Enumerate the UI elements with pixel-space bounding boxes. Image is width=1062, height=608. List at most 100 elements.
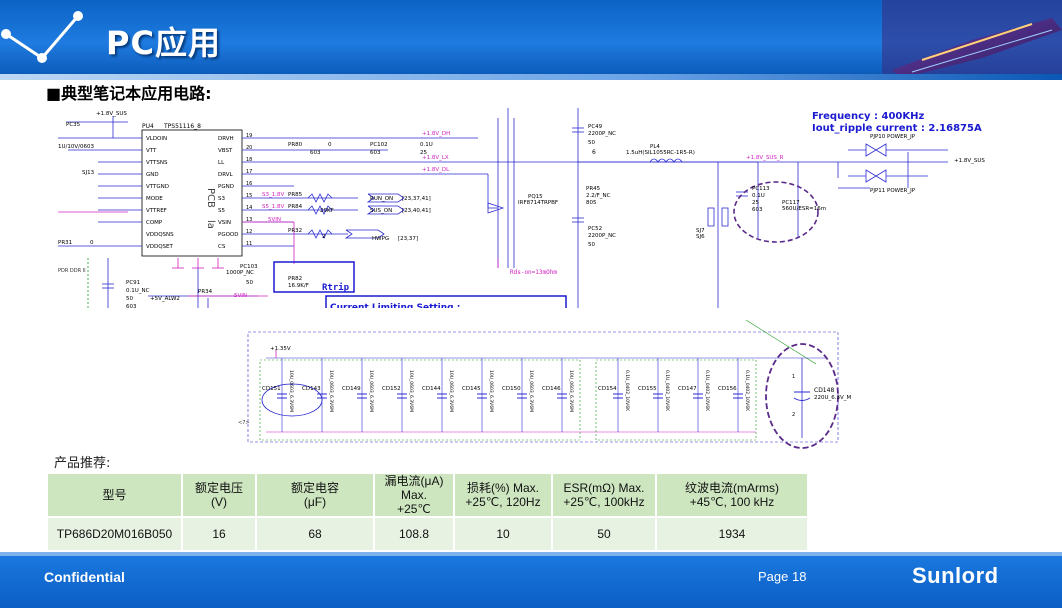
schematic-label: PR32 (288, 228, 302, 234)
table-header: ESR(mΩ) Max.+25℃, 100kHz (551, 472, 657, 518)
ic-pin-label: VTTREF (146, 208, 167, 214)
ic-pin-number: 20 (246, 145, 252, 151)
cap-pin: 2 (792, 412, 795, 418)
table-cell: 16 (181, 516, 257, 552)
schematic-label: PC117 (782, 200, 800, 206)
schematic-label: 50 (126, 296, 133, 302)
ripple-note: Iout_ripple current : 2.16875A (812, 123, 982, 134)
brand-logo: Sunlord (912, 563, 999, 588)
table-cell: 1934 (655, 516, 809, 552)
schematic-label: PJP11 POWER_JP (870, 188, 916, 194)
schematic-label: PC52 (588, 226, 602, 232)
schematic-label: SJ7 (696, 228, 705, 234)
cap-value: 10U_0603_6.3V6M (448, 370, 454, 412)
table-header: 额定电容(μF) (255, 472, 375, 518)
table-row: TP686D20M016B050 16 68 108.8 10 50 1934 (46, 516, 809, 552)
footer-divider (0, 552, 1062, 556)
schematic-label: 6 (592, 149, 596, 156)
schematic-label: 603 (370, 150, 381, 156)
cap-pin: 1 (792, 374, 795, 380)
ic-pin-label: VBST (218, 148, 233, 154)
schematic-label: PR31 (58, 240, 72, 246)
frequency-note: Frequency : 400KHz (812, 111, 924, 122)
cap-value: 0.1U_0402_10V6K (704, 370, 710, 412)
schematic-label: 0.1U (752, 193, 765, 199)
side-mark: <7> (238, 420, 250, 426)
ic-pin-label: S3 (218, 196, 225, 202)
table-header: 损耗(%) Max.+25℃, 120Hz (453, 472, 553, 518)
table-cell: 68 (255, 516, 375, 552)
table-cell: 50 (551, 516, 657, 552)
cap-label: CD151 (262, 386, 281, 392)
spec-table: 型号 额定电压(V) 额定电容(μF) 漏电流(μA)Max.+25℃ 损耗(%… (46, 472, 809, 552)
schematic-label: PR85 (288, 192, 303, 198)
pcb-mark: PCB (205, 188, 216, 208)
schematic-label: S5_1.8V (262, 204, 284, 210)
schematic-label: 0.1U (420, 142, 433, 148)
schematic-label: +1.8V_SUS (96, 111, 127, 117)
ic-pin-number: 15 (246, 193, 252, 199)
cap-value: 0.1U_0402_10V6K (744, 370, 750, 412)
schematic-label: IRF8714TRPBF (518, 200, 558, 206)
schematic-label: 603 (310, 150, 321, 156)
rail-label: +1.35V (270, 346, 291, 352)
cap-label: CD155 (638, 386, 657, 392)
ic-pin-label: VLDOIN (146, 136, 167, 142)
ic-pin-number: 14 (246, 205, 252, 211)
ic-pin-label: VDDQSNS (146, 232, 174, 238)
cap-label: CD152 (382, 386, 401, 392)
schematic-label: 1U/10V/0603 (58, 144, 94, 150)
table-cell: 108.8 (373, 516, 455, 552)
schematic-label: PR45 (586, 186, 601, 192)
ic-pin-label: GND (146, 172, 159, 178)
schematic-label: PL4 (650, 144, 660, 150)
schematic-label: S3_1.8V (262, 192, 284, 198)
cap-label: CD154 (598, 386, 617, 392)
schematic-label: 5VIN (268, 217, 281, 223)
schematic-label: 1.5uH(SIL1055RC-1R5-R) (626, 150, 695, 156)
schematic-label: [23,37,41] (402, 196, 431, 202)
schematic-label: Rds-on=13mOhm (510, 269, 557, 276)
cap-value: 0.1U_0402_10V6K (624, 370, 630, 412)
schematic-label: 2200P_NC (588, 233, 616, 239)
cap-value: 10U_0603_6.3V6M (528, 370, 534, 412)
ic-pin-label: S5 (218, 208, 225, 214)
pcb-mark: la (205, 220, 216, 229)
cap-label: 220U_6.3V_M (814, 395, 852, 401)
schematic-label: 2200P_NC (588, 131, 616, 137)
schematic-label: 0 (328, 142, 332, 148)
ic-pin-number: 18 (246, 157, 252, 163)
page-title: PC应用 (106, 24, 221, 62)
ic-pin-label: COMP (146, 220, 163, 226)
schematic-label: 50 (588, 242, 595, 248)
cap-value: 10U_0603_6.3V6M (288, 370, 294, 412)
schematic-label: SJ6 (696, 234, 705, 240)
table-cell: 10 (453, 516, 553, 552)
cap-value: 10U_0603_6.3V6M (408, 370, 414, 412)
ic-pin-label: VSIN (218, 220, 231, 226)
confidential-label: Confidential (44, 569, 125, 585)
ic-pin-number: 19 (246, 133, 252, 139)
schematic-label: PC102 (370, 142, 388, 148)
network-decoration-icon (1, 11, 83, 63)
ic-pin-label: MODE (146, 196, 163, 202)
ic-pin-label: PGOOD (218, 232, 238, 238)
footer-bar (0, 556, 1062, 608)
cap-value: 10U_0603_6.3V6M (568, 370, 574, 412)
schematic-label: 0.1U_NC (126, 288, 150, 294)
cap-label: CD148 (814, 387, 834, 394)
schematic-label: 1000P_NC (226, 270, 254, 276)
page-number: Page 18 (758, 569, 807, 584)
schematic-label: 2 (322, 234, 326, 240)
ic-name: PU4 (142, 123, 154, 130)
net-label: +1.8V_DL (422, 167, 450, 173)
schematic-label: PDR DDR II (58, 268, 86, 274)
schematic-label: 25 (420, 150, 427, 156)
section-title: ■典型笔记本应用电路: (46, 84, 212, 103)
ic-pin-label: VDDQSET (146, 244, 174, 250)
cap-value: 10U_0603_6.3V6M (328, 370, 334, 412)
schematic-label: PC49 (588, 124, 603, 130)
schematic-label: 0 (90, 240, 94, 246)
schematic-label: 560U/ESR=16m (782, 206, 826, 212)
ic-pin-label: VTTSNS (146, 160, 168, 166)
